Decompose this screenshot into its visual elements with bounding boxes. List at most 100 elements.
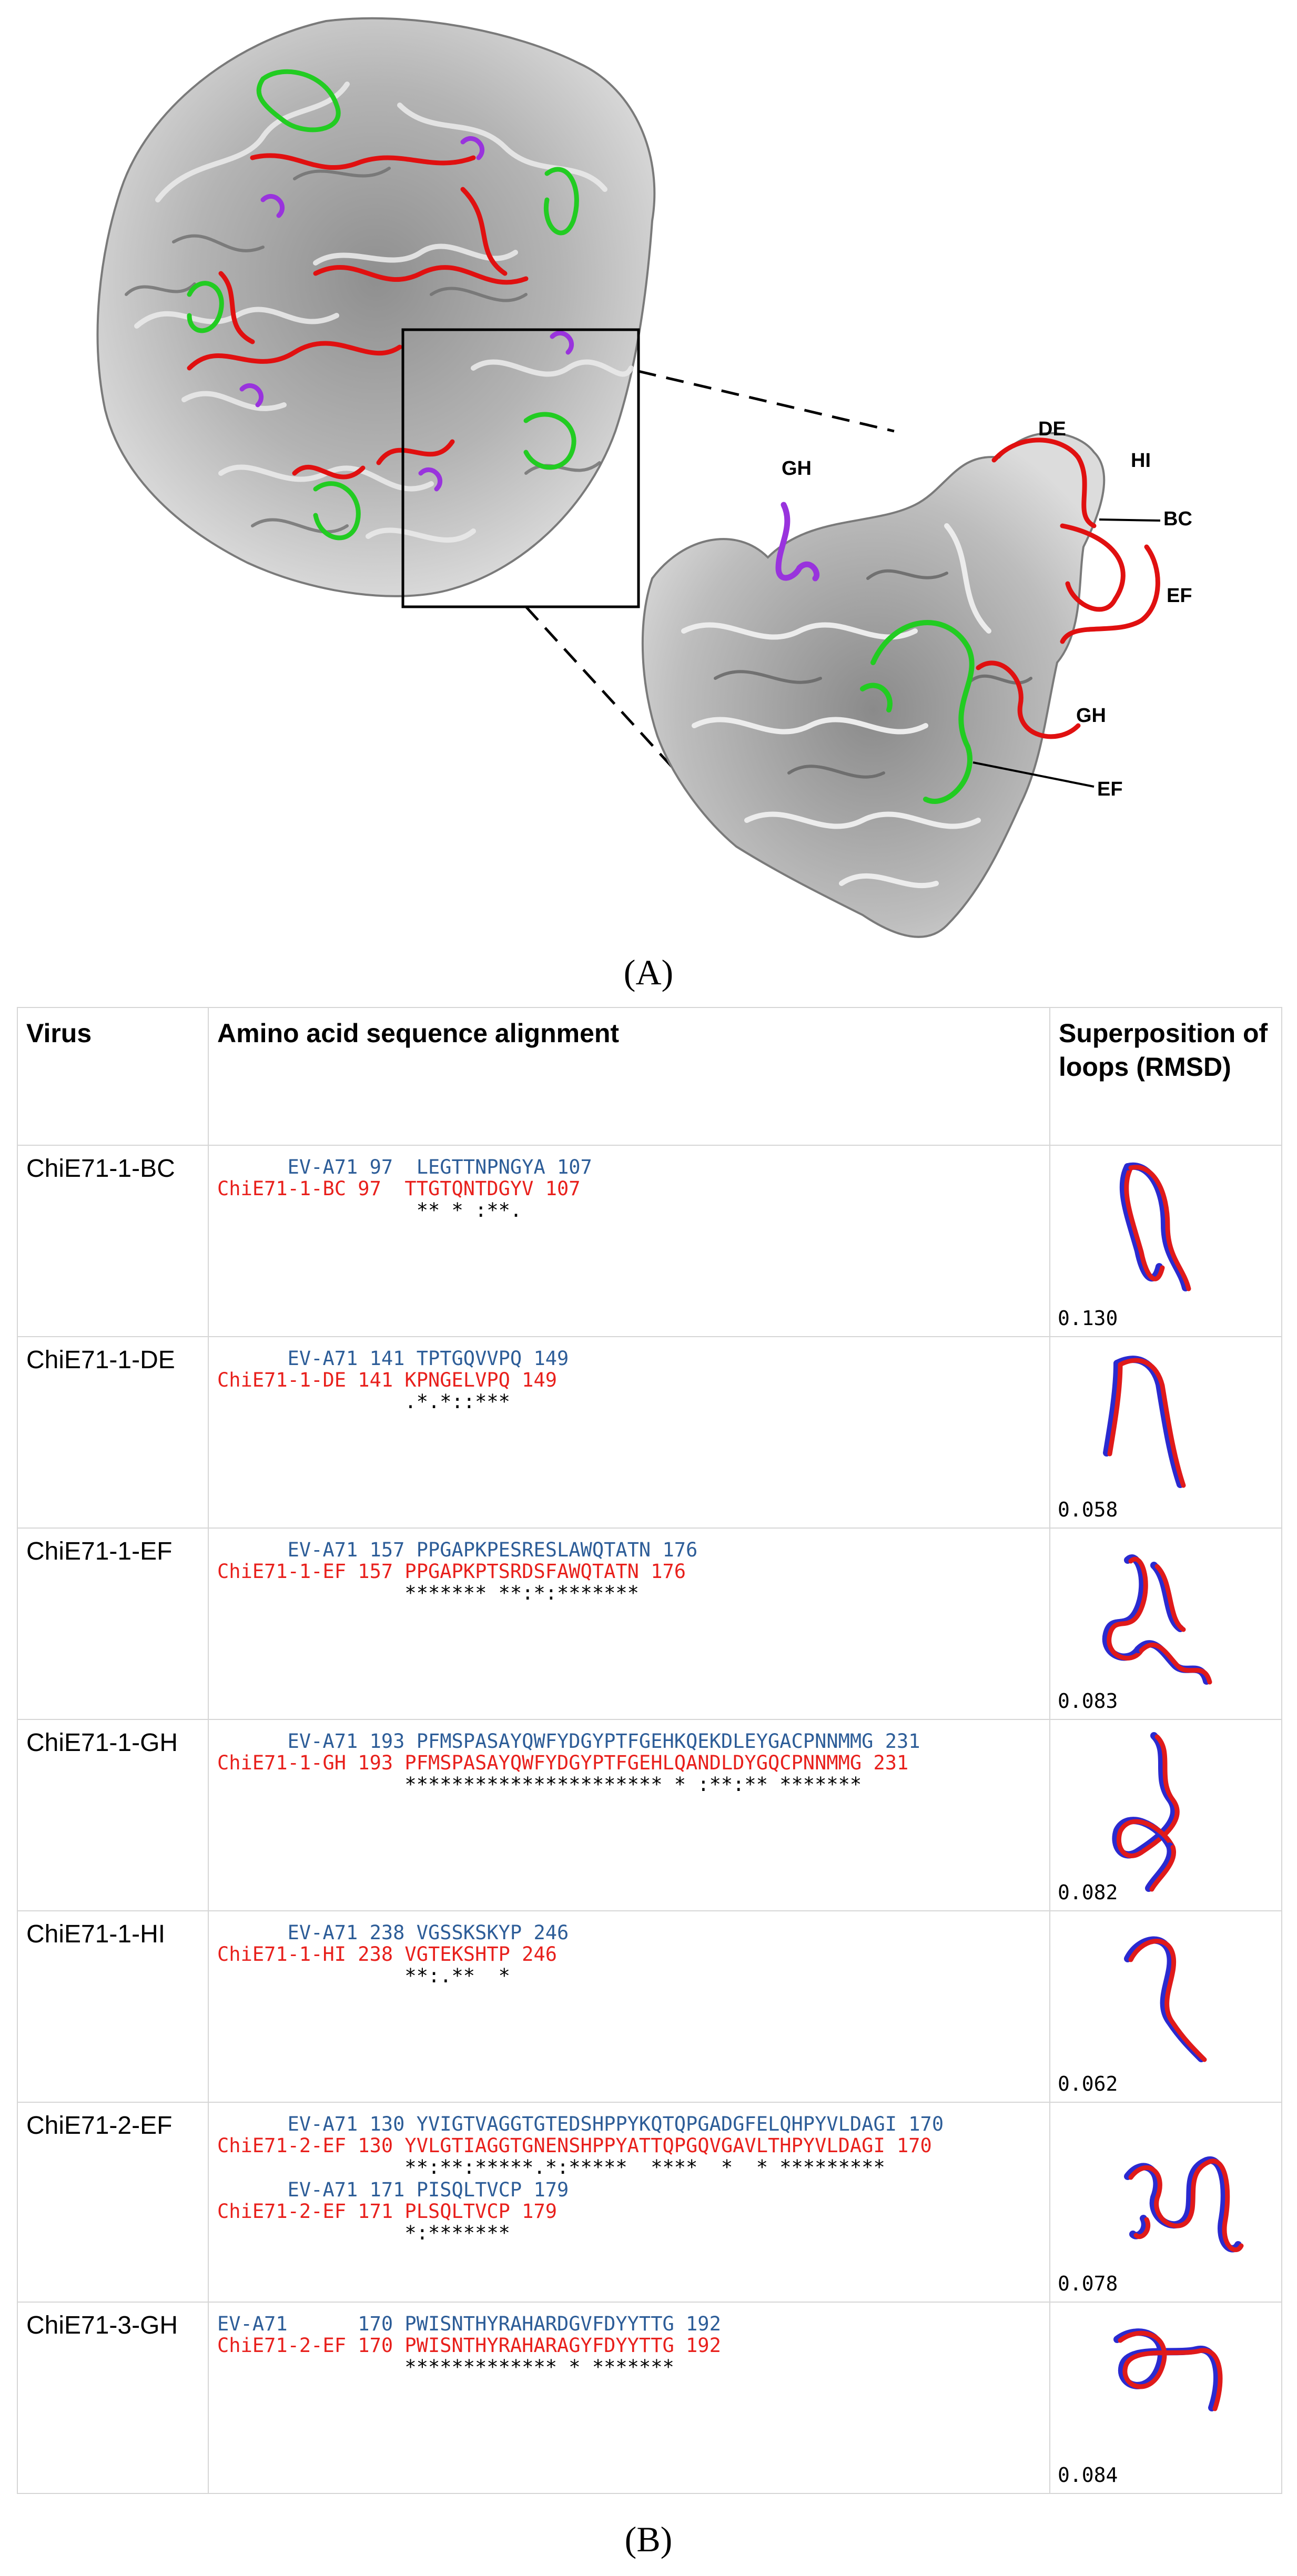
leader-ef-green	[972, 761, 1095, 788]
inset-protomer-structure	[641, 432, 1161, 938]
chimera-loop-trace	[1139, 1734, 1180, 1855]
loop-superposition-cell: 0.084	[1049, 2302, 1282, 2494]
alignment-block: EV-A71 130 YVIGTVAGGTGTEDSHPPYKQTQPGADGF…	[217, 2113, 1041, 2178]
chimera-loop-trace	[1118, 1358, 1186, 1488]
header-alignment: Amino acid sequence alignment	[208, 1007, 1050, 1146]
chimera-loop-trace	[1107, 1362, 1123, 1457]
loop-superposition-cell: 0.078	[1049, 2102, 1282, 2303]
chimera-sequence-line: ChiE71-2-EF 170 PWISNTHYRAHARAGYFDYYTTG …	[217, 2334, 721, 2357]
panel-a: GH DE HI BC EF GH EF	[0, 0, 1297, 1010]
chimera-loop-trace	[1128, 1165, 1191, 1291]
label-gh-purple: GH	[782, 457, 812, 480]
reference-loop-trace	[1145, 1842, 1174, 1892]
loop-superposition-cell: 0.082	[1049, 1719, 1282, 1911]
chimera-loop-trace	[1149, 1845, 1177, 1892]
reference-sequence-line: EV-A71 238 VGSSKSKYP 246	[217, 1921, 569, 1944]
table-row: ChiE71-2-EF EV-A71 130 YVIGTVAGGTGTEDSHP…	[17, 2102, 1282, 2303]
alignment-cell: EV-A71 193 PFMSPASAYQWFYDGYPTFGEHKQEKDLE…	[208, 1719, 1050, 1911]
rmsd-value: 0.130	[1058, 1307, 1118, 1330]
conservation-line: ******* **:*:*******	[217, 1582, 639, 1604]
leader-bc	[1099, 518, 1161, 522]
reference-sequence-line: EV-A71 193 PFMSPASAYQWFYDGYPTFGEHKQEKDLE…	[217, 1730, 920, 1753]
caption-b: (B)	[624, 2519, 673, 2559]
label-bc: BC	[1163, 508, 1192, 530]
label-ef-red: EF	[1167, 585, 1192, 607]
rmsd-value: 0.058	[1058, 1498, 1118, 1521]
loop-superposition-cell: 0.130	[1049, 1145, 1282, 1337]
reference-sequence-line: EV-A71 170 PWISNTHYRAHARDGVFDYYTTG 192	[217, 2313, 721, 2335]
virus-name-cell: ChiE71-1-GH	[17, 1719, 209, 1911]
header-virus: Virus	[17, 1007, 209, 1146]
virus-name-cell: ChiE71-1-EF	[17, 1528, 209, 1720]
chimera-sequence-line: ChiE71-1-GH 193 PFMSPASAYQWFYDGYPTFGEHLQ…	[217, 1752, 909, 1774]
chimera-loop-trace	[1139, 1642, 1212, 1685]
chimera-sequence-line: ChiE71-1-DE 141 KPNGELVPQ 149	[217, 1369, 558, 1391]
rmsd-value: 0.062	[1058, 2072, 1118, 2095]
chimera-loop-trace	[1128, 2158, 1244, 2253]
caption-a: (A)	[623, 952, 674, 992]
loop-superposition-cell: 0.062	[1049, 1910, 1282, 2103]
loop-superposition-image	[1119, 1162, 1191, 1291]
chimera-loop-trace	[1124, 1165, 1165, 1281]
reference-sequence-line: EV-A71 141 TPTGQVVPQ 149	[217, 1347, 569, 1370]
header-superposition: Superposition of loops (RMSD)	[1049, 1007, 1282, 1146]
rmsd-value: 0.078	[1058, 2272, 1118, 2295]
virus-name-cell: ChiE71-2-EF	[17, 2102, 209, 2303]
label-de: DE	[1038, 418, 1066, 440]
loop-superposition-image	[1103, 1356, 1186, 1488]
alignment-block: EV-A71 193 PFMSPASAYQWFYDGYPTFGEHKQEKDLE…	[217, 1730, 1041, 1795]
chimera-loop-trace	[1128, 1939, 1207, 2062]
capsid-pentamer-structure	[96, 17, 656, 597]
callout-line-top	[638, 370, 895, 433]
chimera-loop-trace	[1118, 2330, 1223, 2411]
reference-sequence-line: EV-A71 157 PPGAPKPESRESLAWQTATN 176	[217, 1539, 698, 1561]
reference-loop-trace	[1103, 1360, 1121, 1457]
reference-sequence-line: EV-A71 130 YVIGTVAGGTGTEDSHPPYKQTQPGADGF…	[217, 2113, 944, 2135]
chimera-sequence-line: ChiE71-1-BC 97 TTGTQNTDGYV 107	[217, 1177, 581, 1200]
loop-superposition-cell: 0.058	[1049, 1336, 1282, 1529]
virus-name-cell: ChiE71-1-DE	[17, 1336, 209, 1529]
loop-superposition-cell: 0.083	[1049, 1528, 1282, 1720]
chimera-loop-trace	[1116, 1819, 1176, 1858]
panel-a-graphic	[96, 17, 1161, 938]
rmsd-value: 0.082	[1058, 1881, 1118, 1904]
virus-name-cell: ChiE71-1-BC	[17, 1145, 209, 1337]
rmsd-value: 0.083	[1058, 1689, 1118, 1713]
reference-sequence-line: EV-A71 171 PISQLTVCP 179	[217, 2178, 569, 2201]
label-hi: HI	[1131, 450, 1151, 472]
reference-loop-trace	[1124, 1936, 1205, 2062]
conservation-line: ** * :**.	[217, 1199, 522, 1221]
alignment-table: Virus Amino acid sequence alignment Supe…	[17, 1007, 1282, 2494]
conservation-line: ********************** * :**:** *******	[217, 1773, 862, 1796]
reference-sequence-line: EV-A71 97 LEGTTNPNGYA 107	[217, 1156, 592, 1178]
chimera-sequence-line: ChiE71-2-EF 171 PLSQLTVCP 179	[217, 2200, 558, 2223]
loop-superposition-image	[1113, 2328, 1223, 2411]
zoom-rectangle	[401, 328, 640, 608]
table-header-row: Virus Amino acid sequence alignment Supe…	[17, 1007, 1282, 1146]
chimera-loop-trace	[1154, 1564, 1186, 1632]
loop-superposition-image	[1124, 2156, 1244, 2253]
loop-superposition-image	[1124, 1936, 1207, 2062]
virus-name-cell: ChiE71-1-HI	[17, 1910, 209, 2103]
virus-name-cell: ChiE71-3-GH	[17, 2302, 209, 2494]
conservation-line: ************* * *******	[217, 2356, 674, 2378]
alignment-cell: EV-A71 130 YVIGTVAGGTGTEDSHPPYKQTQPGADGF…	[208, 2102, 1050, 2303]
chimera-loop-trace	[1133, 2217, 1151, 2239]
chimera-sequence-line: ChiE71-2-EF 130 YVLGTIAGGTGNENSHPPYATTQP…	[217, 2134, 932, 2157]
conservation-line: *:*******	[217, 2222, 510, 2244]
reference-loop-trace	[1124, 2156, 1242, 2253]
label-ef-green: EF	[1097, 778, 1123, 800]
